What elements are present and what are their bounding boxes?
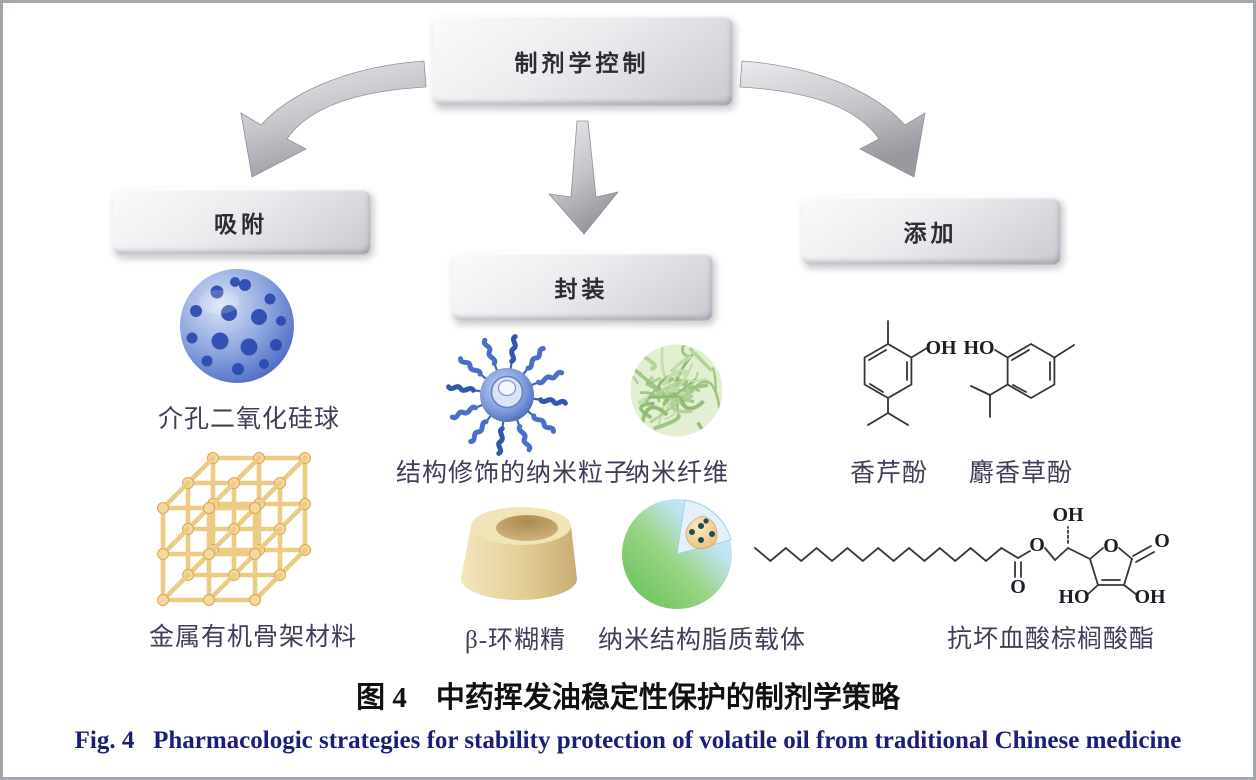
branch-box-encapsulation-label: 封装 bbox=[554, 276, 609, 302]
arrow-middle bbox=[547, 120, 620, 235]
item-label-beta-cyclodextrin: β-环糊精 bbox=[464, 627, 567, 654]
beta-cyclodextrin-graphic bbox=[461, 507, 577, 600]
root-box-label: 制剂学控制 bbox=[514, 50, 650, 76]
figure-caption-en: Fig. 4 Pharmacologic strategies for stab… bbox=[74, 727, 1182, 754]
thymol-structure: HO bbox=[963, 337, 1075, 418]
atom-label-ho: HO bbox=[1058, 586, 1089, 608]
root-box: 制剂学控制 bbox=[431, 15, 733, 106]
atom-label-oh: OH bbox=[925, 337, 957, 359]
atom-label-ho: HO bbox=[963, 337, 994, 359]
ascorbyl-palmitate-structure: O O OH O O HO OH bbox=[754, 504, 1170, 608]
branch-box-encapsulation: 封装 bbox=[450, 252, 713, 321]
item-label-nlc: 纳米结构脂质载体 bbox=[597, 627, 806, 654]
mesoporous-silica-sphere-graphic bbox=[180, 269, 294, 383]
atom-label-o: O bbox=[1103, 535, 1119, 557]
nanostructured-lipid-carrier-graphic bbox=[622, 499, 732, 609]
atom-label-o: O bbox=[1154, 530, 1170, 552]
branch-box-addition: 添加 bbox=[800, 196, 1061, 265]
arrow-right bbox=[739, 60, 926, 178]
atom-label-oh: OH bbox=[1052, 504, 1084, 526]
flow-arrows bbox=[240, 60, 926, 235]
modified-nanoparticle-graphic bbox=[446, 334, 568, 456]
carvacrol-structure: OH bbox=[863, 320, 957, 426]
item-label-mesoporous-silica: 介孔二氧化硅球 bbox=[157, 406, 340, 433]
item-label-modified-nanoparticle: 结构修饰的纳米粒子 bbox=[395, 460, 630, 487]
atom-label-oh: OH bbox=[1134, 586, 1166, 608]
item-label-mof: 金属有机骨架材料 bbox=[148, 624, 357, 651]
atom-label-o: O bbox=[1010, 576, 1026, 598]
figure-caption-cn: 图 4 中药挥发油稳定性保护的制剂学策略 bbox=[356, 682, 900, 714]
item-label-carvacrol: 香芹酚 bbox=[849, 460, 928, 487]
branch-box-adsorption: 吸附 bbox=[111, 188, 371, 255]
item-label-nanofiber: 纳米纤维 bbox=[624, 460, 729, 487]
item-label-ascorbyl-palmitate: 抗坏血酸棕榈酸酯 bbox=[946, 626, 1155, 653]
metal-organic-framework-graphic bbox=[157, 452, 311, 606]
nanofiber-graphic bbox=[630, 344, 723, 437]
item-label-thymol: 麝香草酚 bbox=[968, 460, 1073, 487]
branch-box-addition-label: 添加 bbox=[903, 220, 958, 246]
atom-label-o: O bbox=[1029, 534, 1045, 556]
arrow-left bbox=[240, 60, 427, 178]
branch-box-adsorption-label: 吸附 bbox=[214, 211, 268, 237]
